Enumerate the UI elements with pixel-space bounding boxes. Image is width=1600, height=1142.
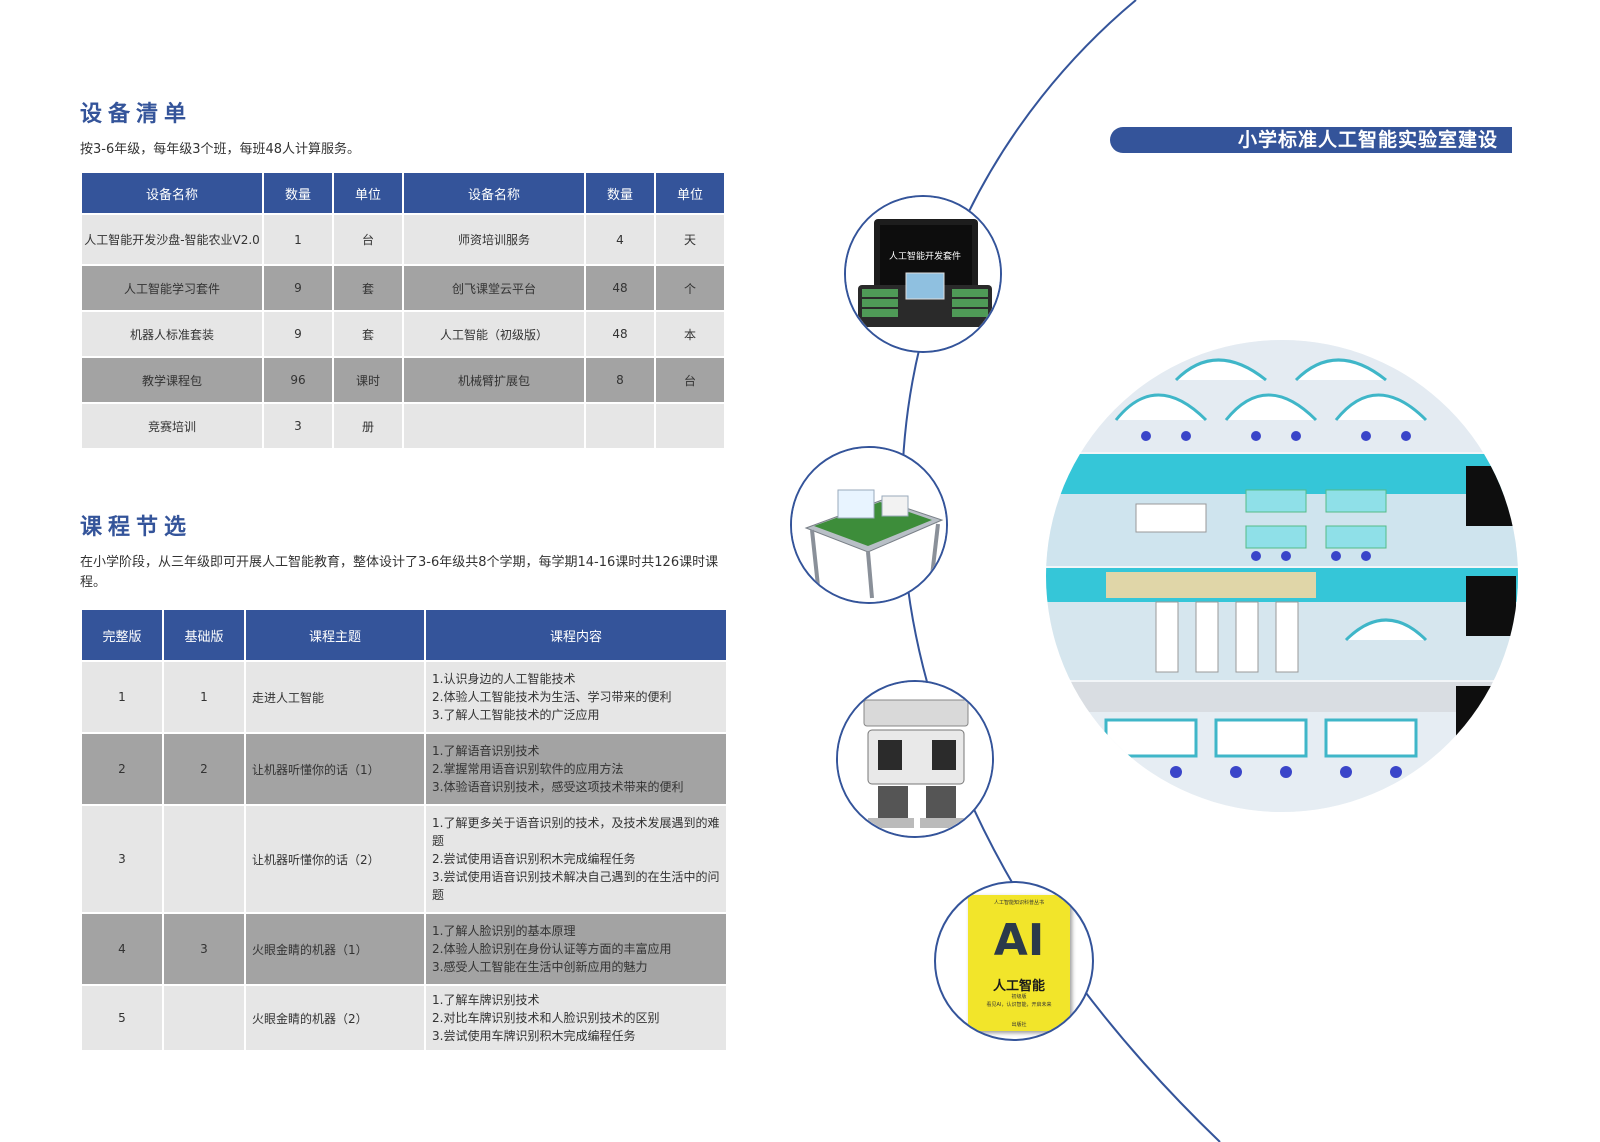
equipment-header-name-2: 设备名称: [404, 173, 584, 213]
equipment-cell: [656, 404, 724, 448]
equipment-cell: 天: [656, 215, 724, 264]
equipment-note: 按3-6年级，每年级3个班，每班48人计算服务。: [80, 142, 361, 157]
textbook-image: 人工智能知识科普丛书 AI 人工智能 初级版 看见AI，认识智能，开启未来 出版…: [934, 881, 1094, 1041]
table-row: 2 2 让机器听懂你的话（1） 1.了解语音识别技术 2.掌握常用语音识别软件的…: [82, 734, 726, 804]
course-cell-topic: 火眼金睛的机器（1）: [246, 914, 424, 984]
robot-kit-image: [836, 680, 994, 838]
table-row: 人工智能开发沙盘-智能农业V2.0 1 台 师资培训服务 4 天: [82, 215, 724, 264]
equipment-cell: [586, 404, 654, 448]
equipment-cell: 课时: [334, 358, 402, 402]
course-table: 完整版 基础版 课程主题 课程内容 1 1 走进人工智能 1.认识身边的人工智能…: [80, 608, 728, 1052]
equipment-header-qty-2: 数量: [586, 173, 654, 213]
kit-case-label: 人工智能开发套件: [888, 252, 961, 262]
book-ai-logo: AI: [993, 915, 1045, 966]
equipment-cell: 教学课程包: [82, 358, 262, 402]
book-top-text: 人工智能知识科普丛书: [993, 900, 1044, 906]
course-cell-content: 1.了解语音识别技术 2.掌握常用语音识别软件的应用方法 3.体验语音识别技术，…: [426, 734, 726, 804]
equipment-cell: 本: [656, 312, 724, 356]
book-publisher: 出版社: [1011, 1022, 1027, 1028]
equipment-header-qty: 数量: [264, 173, 332, 213]
table-row: 机器人标准套装 9 套 人工智能（初级版） 48 本: [82, 312, 724, 356]
equipment-cell: 套: [334, 312, 402, 356]
equipment-table: 设备名称 数量 单位 设备名称 数量 单位 人工智能开发沙盘-智能农业V2.0 …: [80, 171, 726, 450]
equipment-section-title: 设备清单: [80, 102, 193, 127]
course-cell-basic: 3: [164, 914, 244, 984]
ai-dev-kit-image: 人工智能开发套件: [844, 195, 1002, 353]
book-title: 人工智能: [992, 979, 1045, 994]
course-header-basic: 基础版: [164, 610, 244, 660]
equipment-cell: 3: [264, 404, 332, 448]
equipment-cell: 9: [264, 266, 332, 310]
table-row: 1 1 走进人工智能 1.认识身边的人工智能技术 2.体验人工智能技术为生活、学…: [82, 662, 726, 732]
course-cell-full: 4: [82, 914, 162, 984]
course-cell-full: 2: [82, 734, 162, 804]
lab-rendering-image: [1046, 340, 1518, 812]
equipment-cell: 人工智能（初级版）: [404, 312, 584, 356]
equipment-cell: 竞赛培训: [82, 404, 262, 448]
course-cell-topic: 让机器听懂你的话（1）: [246, 734, 424, 804]
course-cell-full: 5: [82, 986, 162, 1050]
equipment-cell: 台: [334, 215, 402, 264]
course-intro: 在小学阶段，从三年级即可开展人工智能教育，整体设计了3-6年级共8个学期，每学期…: [80, 555, 719, 590]
book-edition: 初级版: [1011, 994, 1027, 1000]
equipment-cell: [404, 404, 584, 448]
lab-construction-banner: 小学标准人工智能实验室建设: [1110, 127, 1512, 153]
course-header-topic: 课程主题: [246, 610, 424, 660]
course-header-row: 完整版 基础版 课程主题 课程内容: [82, 610, 726, 660]
course-section-title: 课程节选: [80, 515, 193, 540]
equipment-header-name: 设备名称: [82, 173, 262, 213]
table-row: 竞赛培训 3 册: [82, 404, 724, 448]
table-row: 教学课程包 96 课时 机械臂扩展包 8 台: [82, 358, 724, 402]
course-cell-basic: [164, 986, 244, 1050]
book-subtitle: 看见AI，认识智能，开启未来: [986, 1002, 1052, 1008]
equipment-cell: 师资培训服务: [404, 215, 584, 264]
equipment-header-row: 设备名称 数量 单位 设备名称 数量 单位: [82, 173, 724, 213]
equipment-cell: 48: [586, 312, 654, 356]
equipment-cell: 96: [264, 358, 332, 402]
equipment-cell: 个: [656, 266, 724, 310]
course-header-full: 完整版: [82, 610, 162, 660]
course-cell-topic: 让机器听懂你的话（2）: [246, 806, 424, 912]
equipment-cell: 48: [586, 266, 654, 310]
equipment-cell: 台: [656, 358, 724, 402]
course-cell-full: 3: [82, 806, 162, 912]
course-cell-topic: 火眼金睛的机器（2）: [246, 986, 424, 1050]
course-cell-basic: 1: [164, 662, 244, 732]
course-header-content: 课程内容: [426, 610, 726, 660]
course-cell-basic: [164, 806, 244, 912]
equipment-header-unit: 单位: [334, 173, 402, 213]
course-cell-content: 1.了解人脸识别的基本原理 2.体验人脸识别在身份认证等方面的丰富应用 3.感受…: [426, 914, 726, 984]
course-cell-content: 1.了解车牌识别技术 2.对比车牌识别技术和人脸识别技术的区别 3.尝试使用车牌…: [426, 986, 726, 1050]
equipment-cell: 4: [586, 215, 654, 264]
equipment-cell: 机器人标准套装: [82, 312, 262, 356]
equipment-header-unit-2: 单位: [656, 173, 724, 213]
course-cell-full: 1: [82, 662, 162, 732]
table-row: 5 火眼金睛的机器（2） 1.了解车牌识别技术 2.对比车牌识别技术和人脸识别技…: [82, 986, 726, 1050]
equipment-cell: 8: [586, 358, 654, 402]
course-cell-content: 1.了解更多关于语音识别的技术，及技术发展遇到的难题 2.尝试使用语音识别积木完…: [426, 806, 726, 912]
table-row: 人工智能学习套件 9 套 创飞课堂云平台 48 个: [82, 266, 724, 310]
equipment-cell: 人工智能学习套件: [82, 266, 262, 310]
equipment-cell: 人工智能开发沙盘-智能农业V2.0: [82, 215, 262, 264]
book-cover: 人工智能知识科普丛书 AI 人工智能 初级版 看见AI，认识智能，开启未来 出版…: [968, 895, 1070, 1031]
table-row: 3 让机器听懂你的话（2） 1.了解更多关于语音识别的技术，及技术发展遇到的难题…: [82, 806, 726, 912]
table-row: 4 3 火眼金睛的机器（1） 1.了解人脸识别的基本原理 2.体验人脸识别在身份…: [82, 914, 726, 984]
equipment-cell: 创飞课堂云平台: [404, 266, 584, 310]
equipment-cell: 册: [334, 404, 402, 448]
course-cell-basic: 2: [164, 734, 244, 804]
equipment-cell: 9: [264, 312, 332, 356]
sandbox-image: [790, 446, 948, 604]
equipment-cell: 套: [334, 266, 402, 310]
equipment-cell: 1: [264, 215, 332, 264]
equipment-cell: 机械臂扩展包: [404, 358, 584, 402]
course-cell-content: 1.认识身边的人工智能技术 2.体验人工智能技术为生活、学习带来的便利 3.了解…: [426, 662, 726, 732]
course-cell-topic: 走进人工智能: [246, 662, 424, 732]
